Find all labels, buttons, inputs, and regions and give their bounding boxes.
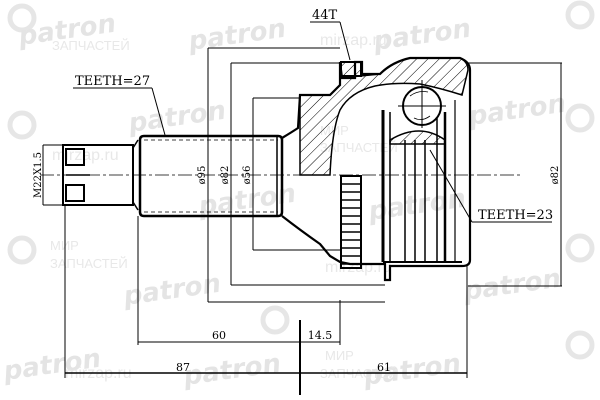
abs-ring-top — [340, 61, 362, 77]
dim-61: 61 — [377, 361, 391, 374]
thread-stub — [62, 139, 139, 211]
dim-d82-right: ø82 — [550, 166, 561, 185]
watermark-site: mirzap.ru — [320, 32, 387, 49]
leader-lines — [73, 21, 552, 223]
callout-teeth-27: TEETH=27 — [75, 74, 150, 89]
watermark-sub: ЗАПЧАСТЕЙ — [50, 256, 128, 271]
watermark-sub: ЗАПЧАСТЕЙ — [320, 140, 398, 155]
watermark-site: mirzap.ru — [52, 147, 119, 164]
thread-dimension — [42, 144, 63, 206]
watermark-sub: ЗАПЧАСТЕЙ — [52, 38, 130, 53]
watermark-logo-icon — [7, 0, 595, 360]
watermark-sub: МИР — [325, 348, 354, 363]
dim-d95: ø95 — [197, 166, 208, 185]
splined-shaft — [138, 134, 284, 218]
callout-44t: 44T — [312, 8, 338, 23]
inner-race — [381, 100, 462, 263]
right-diameter-dimension — [468, 62, 562, 287]
watermark-sub: МИР — [50, 238, 79, 253]
diameter-dimensions — [207, 47, 385, 303]
inner-race-hatch — [389, 130, 446, 145]
bell-section-hatched — [299, 57, 469, 176]
dim-14-5: 14.5 — [308, 329, 333, 342]
abs-tooth-ring — [340, 175, 362, 269]
length-dimensions — [64, 205, 468, 395]
dim-d56: ø56 — [242, 166, 253, 185]
thread-spec: M22X1.5 — [33, 152, 44, 198]
callout-teeth-23: TEETH=23 — [478, 208, 553, 223]
dim-87: 87 — [176, 361, 190, 374]
dim-60: 60 — [212, 329, 226, 342]
dim-d82: ø82 — [220, 166, 231, 185]
ball — [398, 80, 446, 128]
